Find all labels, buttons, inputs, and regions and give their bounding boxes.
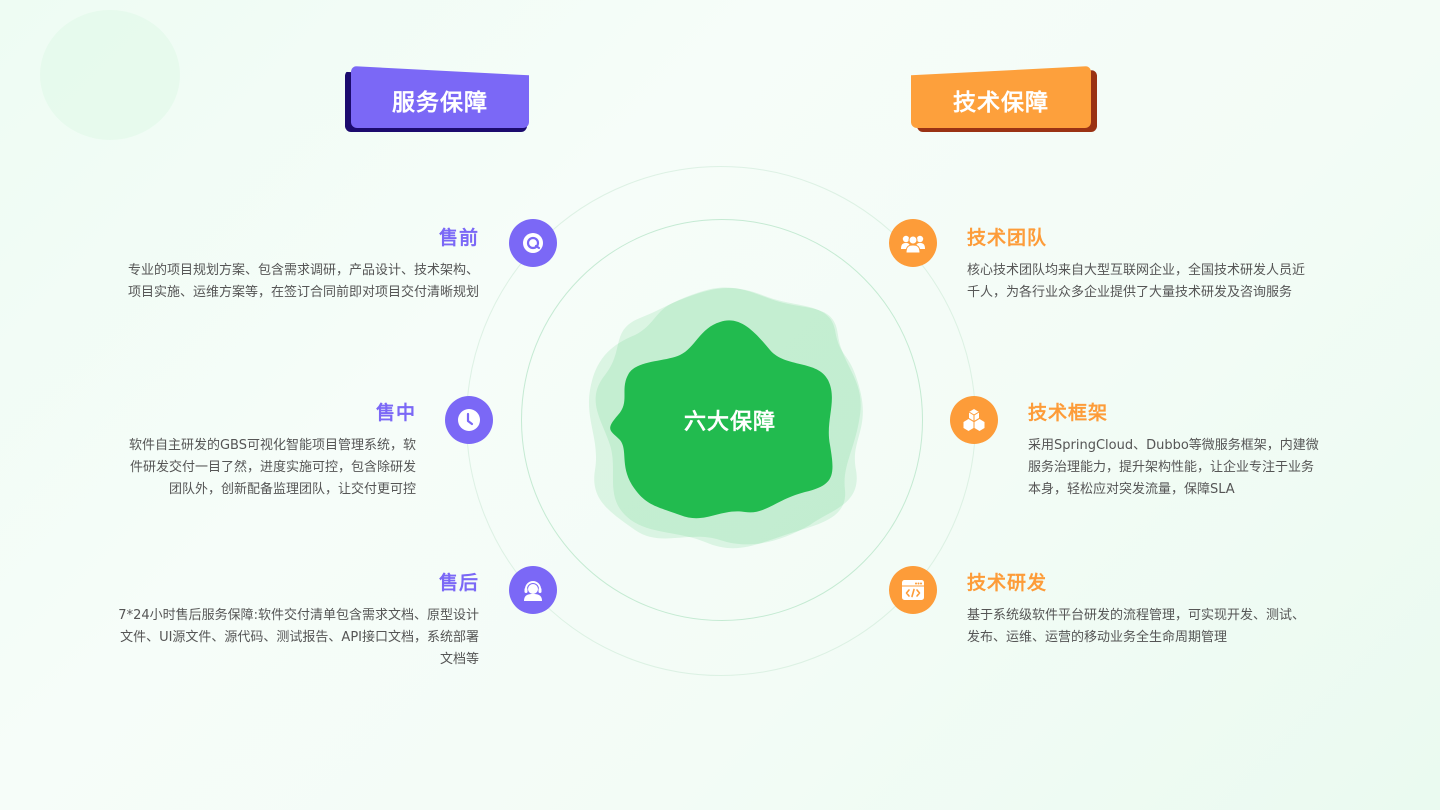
inner-ring bbox=[521, 219, 923, 621]
aftersale-icon-badge bbox=[509, 566, 557, 614]
aftersale-title: 售后 bbox=[438, 572, 479, 594]
team-item: 技术团队 核心技术团队均来自大型互联网企业，全国技术研发人员近千人，为各行业众多… bbox=[967, 223, 1317, 304]
blob-shape bbox=[588, 287, 863, 549]
clock-icon bbox=[458, 409, 480, 431]
center-blob: 六大保障 bbox=[580, 280, 880, 560]
aftersale-desc: 7*24小时售后服务保障:软件交付清单包含需求文档、原型设计文件、UI源文件、源… bbox=[118, 608, 479, 667]
cubes-icon bbox=[963, 409, 985, 431]
tech-guarantee-title: 技术保障 bbox=[911, 66, 1091, 128]
aftersale-item: 售后 7*24小时售后服务保障:软件交付清单包含需求文档、原型设计文件、UI源文… bbox=[118, 568, 479, 671]
service-guarantee-title: 服务保障 bbox=[351, 66, 529, 128]
team-icon bbox=[901, 235, 925, 254]
rnd-item: 技术研发 基于系统级软件平台研发的流程管理，可实现开发、测试、发布、运维、运营的… bbox=[967, 568, 1317, 649]
presale-icon-badge bbox=[509, 219, 557, 267]
search-icon bbox=[523, 233, 543, 253]
presale-title: 售前 bbox=[438, 227, 479, 249]
service-guarantee-tag: 服务保障 bbox=[345, 66, 531, 132]
presale-item: 售前 专业的项目规划方案、包含需求调研，产品设计、技术架构、项目实施、运维方案等… bbox=[118, 223, 479, 304]
headset-user-icon bbox=[524, 581, 542, 601]
insale-icon-badge bbox=[445, 396, 493, 444]
presale-desc: 专业的项目规划方案、包含需求调研，产品设计、技术架构、项目实施、运维方案等，在签… bbox=[127, 263, 479, 300]
rnd-icon-badge bbox=[889, 566, 937, 614]
center-title: 六大保障 bbox=[683, 410, 776, 435]
tech-guarantee-tag: 技术保障 bbox=[911, 66, 1097, 132]
code-window-icon bbox=[902, 580, 924, 600]
framework-icon-badge bbox=[950, 396, 998, 444]
insale-item: 售中 软件自主研发的GBS可视化智能项目管理系统，软件研发交付一目了然，进度实施… bbox=[120, 398, 416, 501]
team-title: 技术团队 bbox=[967, 227, 1048, 249]
framework-title: 技术框架 bbox=[1028, 402, 1109, 424]
framework-item: 技术框架 采用SpringCloud、Dubbo等微服务框架，内建微服务治理能力… bbox=[1028, 398, 1320, 501]
insale-desc: 软件自主研发的GBS可视化智能项目管理系统，软件研发交付一目了然，进度实施可控，… bbox=[128, 438, 416, 497]
background-decoration bbox=[40, 10, 180, 140]
team-desc: 核心技术团队均来自大型互联网企业，全国技术研发人员近千人，为各行业众多企业提供了… bbox=[967, 263, 1306, 300]
team-icon-badge bbox=[889, 219, 937, 267]
rnd-title: 技术研发 bbox=[967, 572, 1048, 594]
framework-desc: 采用SpringCloud、Dubbo等微服务框架，内建微服务治理能力，提升架构… bbox=[1028, 438, 1319, 497]
rnd-desc: 基于系统级软件平台研发的流程管理，可实现开发、测试、发布、运维、运营的移动业务全… bbox=[967, 608, 1306, 645]
insale-title: 售中 bbox=[375, 402, 416, 424]
